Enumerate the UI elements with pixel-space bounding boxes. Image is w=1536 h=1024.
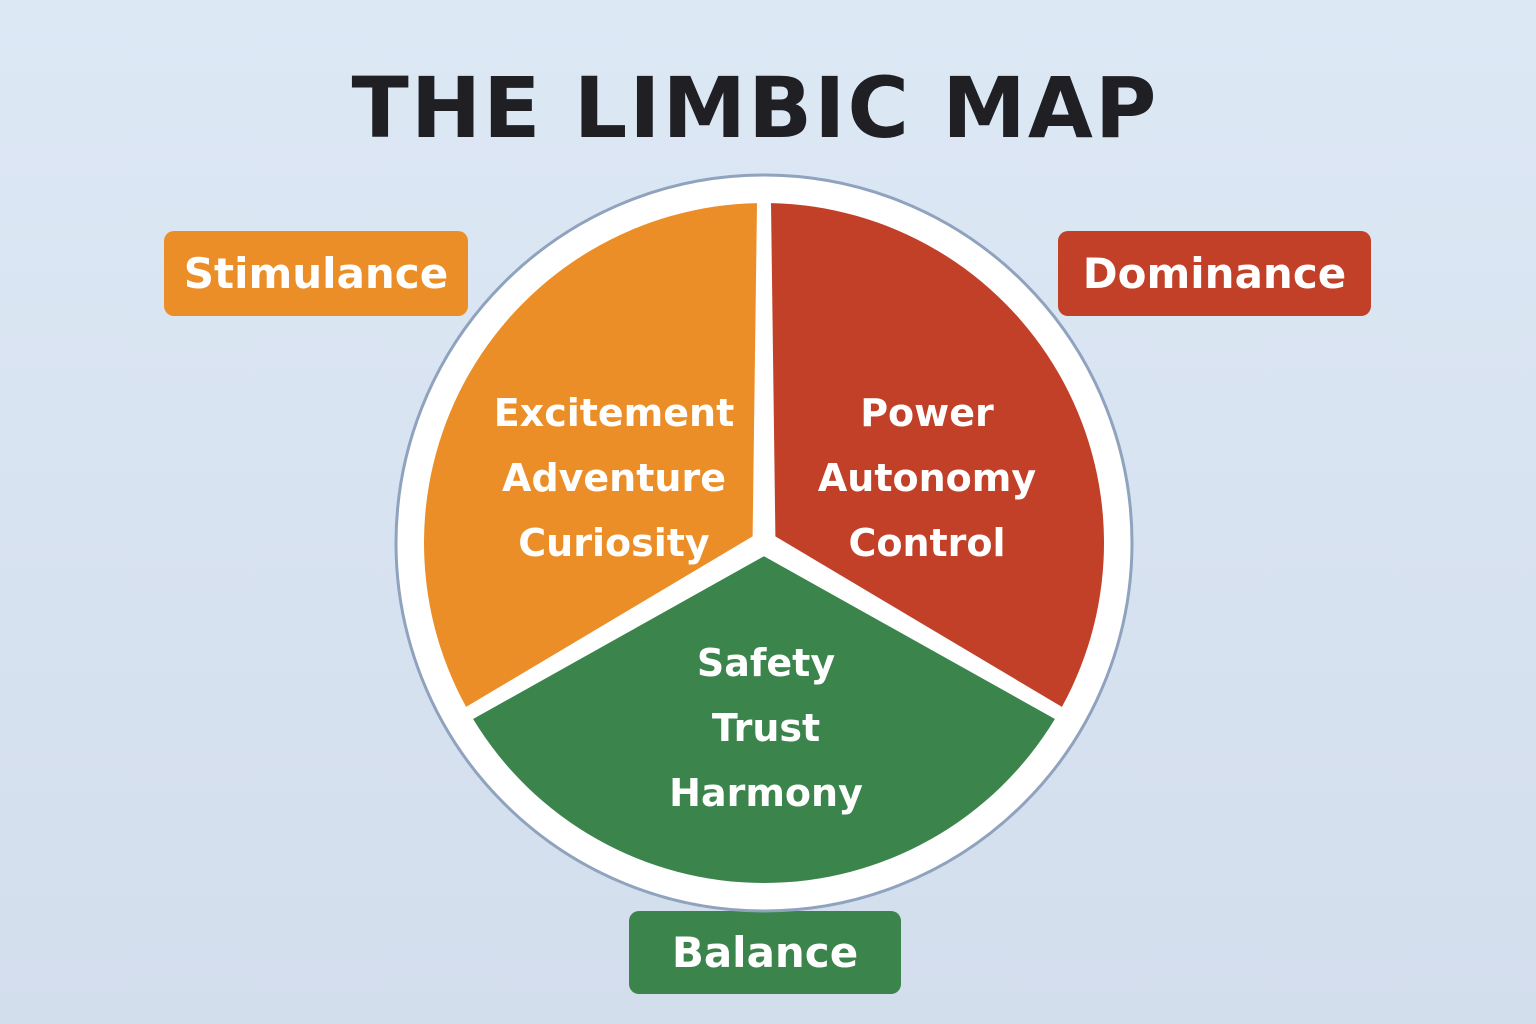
stimulance-value-1: Excitement (494, 391, 735, 435)
page-title: THE LIMBIC MAP (351, 59, 1159, 157)
balance-segment (473, 556, 1055, 883)
stimulance-value-2: Adventure (502, 456, 726, 500)
stimulance-value-3: Curiosity (518, 521, 710, 565)
dominance-value-1: Power (860, 391, 994, 435)
stimulance-segment (424, 203, 757, 707)
balance-value-2: Trust (712, 706, 820, 750)
dominance-label: Dominance (1058, 231, 1371, 316)
dominance-value-2: Autonomy (818, 456, 1036, 500)
stimulance-label: Stimulance (164, 231, 468, 316)
dominance-segment (771, 203, 1104, 707)
balance-value-3: Harmony (669, 771, 863, 815)
balance-label: Balance (629, 911, 901, 994)
dominance-value-3: Control (848, 521, 1005, 565)
balance-value-1: Safety (697, 641, 835, 685)
